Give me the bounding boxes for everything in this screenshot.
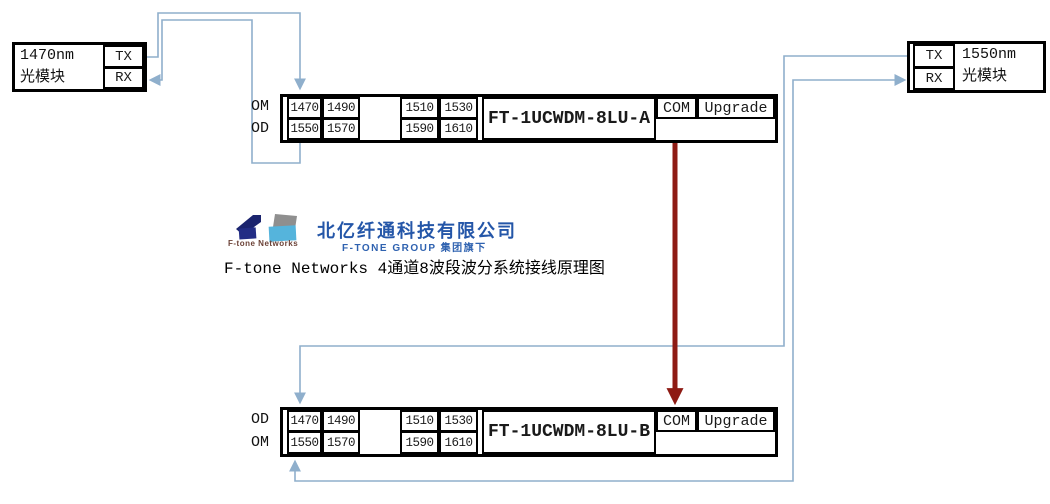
deviceA-port-1490: 1490	[322, 97, 360, 119]
deviceA-port-1570: 1570	[322, 118, 360, 140]
deviceB-port-1490: 1490	[322, 410, 360, 432]
device-a: 1470 1490 1510 1530 1550 1570 1590 1610 …	[280, 94, 778, 143]
deviceA-port-1550: 1550	[287, 118, 322, 140]
fiber-link-deviceA-to-rx1470	[148, 19, 301, 164]
deviceA-upgrade-port: Upgrade	[697, 97, 775, 119]
deviceA-port-1510: 1510	[400, 97, 439, 119]
deviceA-name-label: FT-1UCWDM-8LU-A	[482, 97, 656, 140]
deviceA-port-1590: 1590	[400, 118, 439, 140]
module-1550-line1: 1550nm	[962, 46, 1017, 63]
diagram-caption: F-tone Networks 4通道8波段波分系统接线原理图	[224, 260, 605, 278]
deviceB-name-label: FT-1UCWDM-8LU-B	[482, 410, 656, 454]
module-1550-rx-port: RX	[913, 67, 955, 90]
module-wavelength-label: 1470nm 光模块	[20, 45, 74, 89]
deviceB-row-label-od: OD	[251, 411, 270, 428]
deviceA-port-1470: 1470	[287, 97, 322, 119]
deviceA-port-1610: 1610	[439, 118, 478, 140]
deviceA-com-port: COM	[656, 97, 697, 119]
deviceA-port-1530: 1530	[439, 97, 478, 119]
deviceA-row-label-od: OD	[251, 120, 270, 137]
deviceB-port-1510: 1510	[400, 410, 439, 432]
device-b: 1470 1490 1510 1530 1550 1570 1590 1610 …	[280, 407, 778, 457]
module-1470-line2: 光模块	[20, 69, 66, 86]
group-line: F-TONE GROUP 集团旗下	[342, 243, 487, 254]
deviceB-upgrade-port: Upgrade	[697, 410, 775, 432]
fiber-link-tx1470-to-deviceA	[147, 12, 306, 91]
deviceB-port-1530: 1530	[439, 410, 478, 432]
module-1470-tx-port: TX	[103, 45, 144, 68]
deviceA-row-label-om: OM	[251, 98, 270, 115]
optical-module-1550: TX RX 1550nm 光模块	[907, 41, 1046, 93]
deviceB-port-1570: 1570	[322, 431, 360, 454]
module-1470-line1: 1470nm	[20, 47, 75, 64]
deviceB-row-label-om: OM	[251, 434, 270, 451]
deviceB-port-1590: 1590	[400, 431, 439, 454]
company-name: 北亿纤通科技有限公司	[317, 221, 517, 241]
deviceB-port-1550: 1550	[287, 431, 322, 454]
optical-module-1470: 1470nm 光模块 TX RX	[12, 42, 147, 92]
module-wavelength-label: 1550nm 光模块	[962, 44, 1016, 88]
module-1470-rx-port: RX	[103, 67, 144, 89]
deviceB-com-port: COM	[656, 410, 697, 432]
deviceB-port-1610: 1610	[439, 431, 478, 454]
logo-caption: F-tone Networks	[228, 239, 299, 248]
deviceB-port-1470: 1470	[287, 410, 322, 432]
module-1550-line2: 光模块	[962, 68, 1008, 85]
module-1550-tx-port: TX	[913, 44, 955, 68]
